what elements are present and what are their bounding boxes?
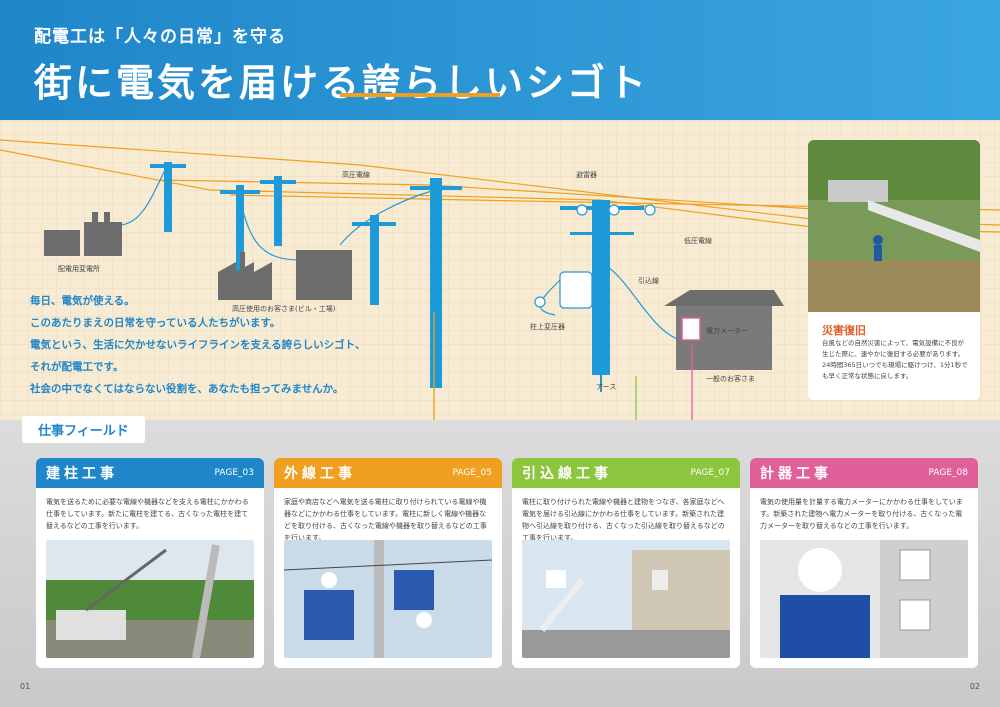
card-page-link[interactable]: PAGE_07: [690, 468, 730, 478]
header-subtitle: 配電工は「人々の日常」を守る: [34, 27, 286, 47]
disaster-text: 台風などの自然災害によって、電気設備に不良が生じた際に、速やかに復旧する必要があ…: [822, 339, 968, 380]
card-page-link[interactable]: PAGE_03: [214, 468, 254, 478]
intro-text: 毎日、電気が使える。 このあたりまえの日常を守っている人たちがいます。 電気とい…: [30, 290, 365, 400]
card-description: 家庭や商店などへ電気を送る電柱に取り付けられている電線や機器などにかかわる仕事を…: [284, 498, 487, 542]
card-photo: [46, 540, 254, 658]
card-description: 電気を送るために必要な電線や機器などを支える電柱にかかわる仕事をしています。新た…: [46, 498, 249, 530]
label-general-customer: 一般のお客さま: [706, 375, 755, 383]
substation-illustration: [44, 212, 122, 256]
intro-line: このあたりまえの日常を守っている人たちがいます。: [30, 317, 281, 329]
label-service-line: 引込線: [638, 277, 659, 285]
card-header: 外線工事 PAGE_05: [274, 458, 502, 488]
intro-line: 毎日、電気が使える。: [30, 295, 135, 307]
disaster-recovery-box: 災害復旧 台風などの自然災害によって、電気設備に不良が生じた際に、速やかに復旧す…: [808, 140, 980, 400]
card-title: 建柱工事: [46, 466, 118, 482]
card-page-link[interactable]: PAGE_08: [928, 468, 968, 478]
card-header: 建柱工事 PAGE_03: [36, 458, 264, 488]
card-meter-work[interactable]: 計器工事 PAGE_08 電気の使用量を計量する電力メーターにかかわる仕事をして…: [750, 458, 978, 668]
card-title: 外線工事: [284, 466, 356, 482]
pole-2: [236, 185, 244, 295]
card-pole-construction[interactable]: 建柱工事 PAGE_03 電気を送るために必要な電線や機器などを支える電柱にかか…: [36, 458, 264, 668]
pole-3: [274, 176, 282, 246]
card-overhead-line-work[interactable]: 外線工事 PAGE_05 家庭や商店などへ電気を送る電柱に取り付けられている電線…: [274, 458, 502, 668]
card-description: 電柱に取り付けられた電線や機器と建物をつなぎ、各家庭などへ電気を届ける引込線にか…: [522, 498, 725, 542]
label-earth: アース: [596, 383, 617, 391]
disaster-photo: [808, 140, 980, 312]
label-pole-transformer: 柱上変圧器: [530, 323, 565, 331]
header-banner: 配電工は「人々の日常」を守る 街に電気を届ける誇らしいシゴト: [0, 0, 1000, 120]
label-substation: 配電用変電所: [58, 265, 100, 273]
label-high-voltage-customer: 高圧使用のお客さま(ビル・工場): [232, 305, 336, 313]
card-page-link[interactable]: PAGE_05: [452, 468, 492, 478]
page-title: 街に電気を届ける誇らしいシゴト: [34, 61, 650, 105]
card-title: 引込線工事: [522, 466, 612, 482]
intro-line: 社会の中でなくてはならない役割を、あなたも担ってみませんか。: [30, 383, 344, 395]
disaster-title: 災害復旧: [822, 324, 866, 337]
label-arrester: 避雷器: [576, 171, 597, 179]
pole-5: [430, 178, 442, 388]
pole-1: [164, 162, 172, 232]
card-photo: [522, 540, 730, 658]
label-high-voltage-line: 高圧電線: [342, 171, 370, 179]
card-service-line-work[interactable]: 引込線工事 PAGE_07 電柱に取り付けられた電線や機器と建物をつなぎ、各家庭…: [512, 458, 740, 668]
page-number-left: 01: [20, 682, 31, 691]
card-description: 電気の使用量を計量する電力メーターにかかわる仕事をしています。新築された建物へ電…: [760, 498, 963, 530]
intro-line: それが配電工です。: [30, 361, 124, 373]
page-number-right: 02: [969, 682, 980, 691]
label-low-voltage-line: 低圧電線: [684, 237, 712, 245]
card-photo: [284, 540, 492, 658]
factory-illustration: [218, 250, 352, 300]
label-meter: 電力メーター: [706, 327, 748, 335]
power-grid-illustration: [0, 139, 1000, 420]
intro-line: 電気という、生活に欠かせないライフラインを支える誇らしいシゴト、: [30, 339, 366, 351]
title-underline: [340, 93, 500, 97]
card-title: 計器工事: [760, 466, 832, 482]
pole-4: [370, 215, 379, 305]
card-header: 計器工事 PAGE_08: [750, 458, 978, 488]
card-header: 引込線工事 PAGE_07: [512, 458, 740, 488]
card-photo: [760, 540, 968, 658]
work-field-tab: 仕事フィールド: [22, 416, 145, 443]
pole-6: [592, 200, 610, 375]
